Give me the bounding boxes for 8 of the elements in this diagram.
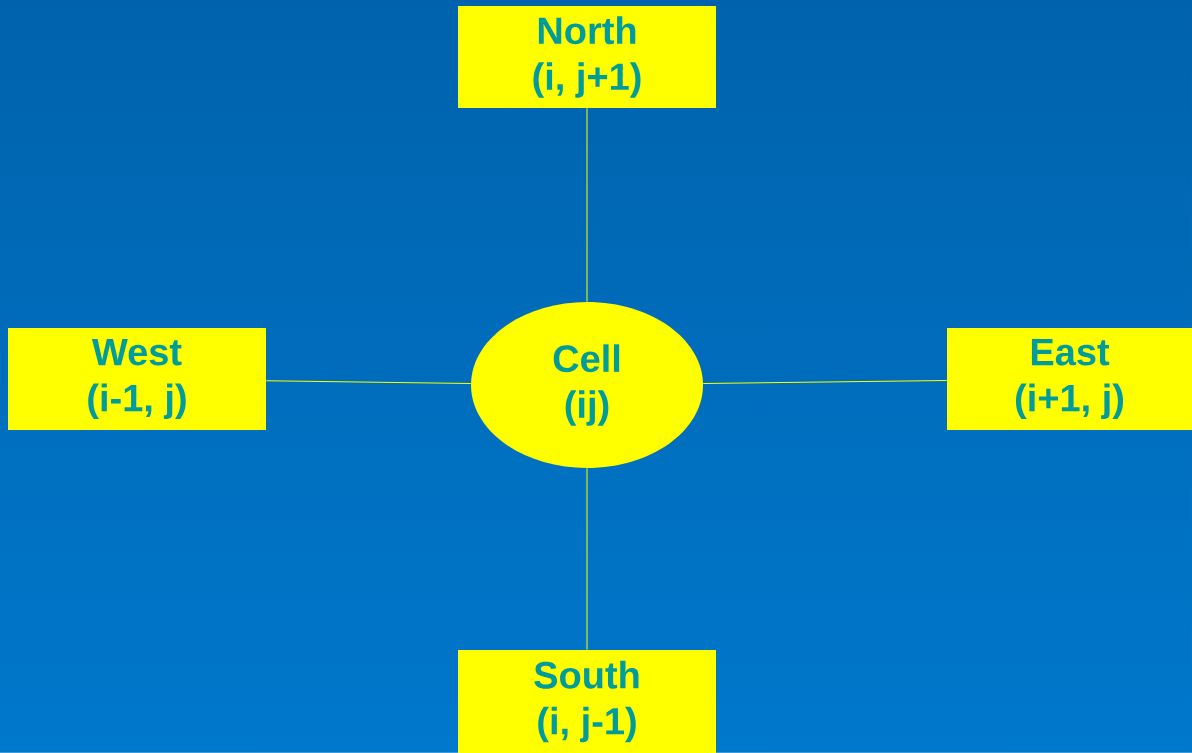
connector-line (586, 107, 588, 303)
label-box: East (i+1, j) (947, 328, 1192, 430)
connector-line (265, 380, 472, 384)
label-box: South (i, j-1) (458, 650, 716, 753)
connector-line (586, 467, 588, 651)
label-box: North (i, j+1) (458, 6, 716, 108)
label-box: West (i-1, j) (8, 328, 266, 430)
connector-line (702, 380, 948, 385)
